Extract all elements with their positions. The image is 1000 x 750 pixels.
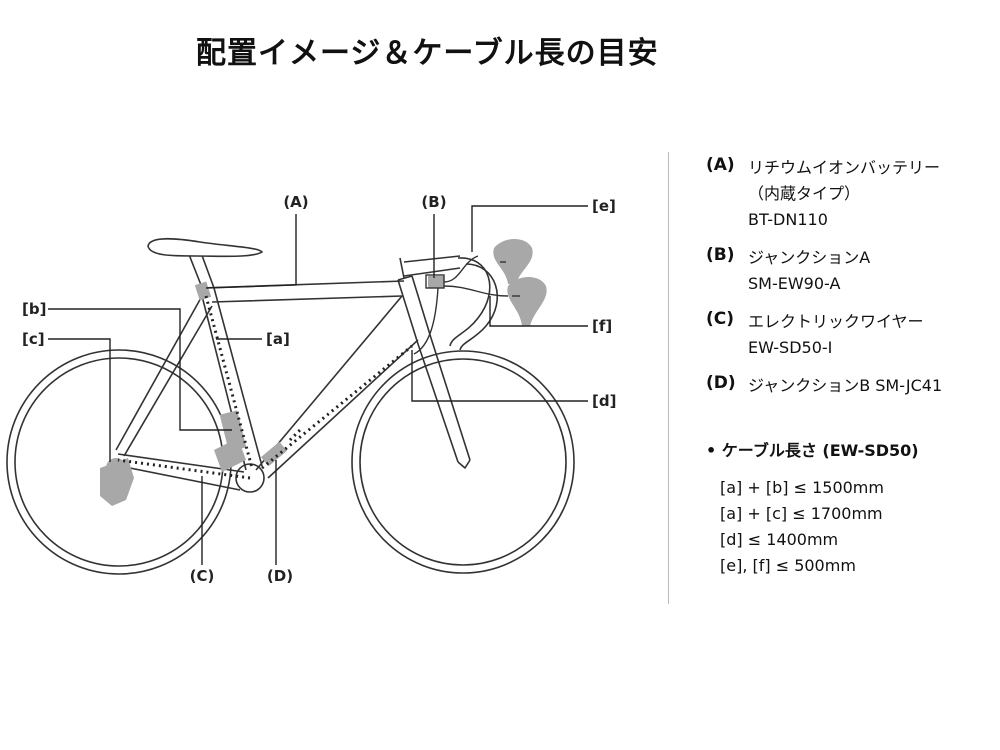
label-a: [a] bbox=[266, 330, 290, 348]
label-e: [e] bbox=[592, 197, 616, 215]
legend-line: EW-SD50-I bbox=[748, 338, 833, 357]
cable-lengths: • ケーブル長さ (EW-SD50) [a] + [b] ≤ 1500mm [a… bbox=[706, 437, 996, 579]
label-A: (A) bbox=[283, 193, 308, 211]
label-c: [c] bbox=[22, 330, 45, 348]
label-C: (C) bbox=[190, 567, 215, 585]
label-B: (B) bbox=[421, 193, 446, 211]
junction-B bbox=[428, 276, 444, 288]
legend-line: エレクトリックワイヤー bbox=[748, 312, 924, 331]
legend-item-A: (A) リチウムイオンバッテリー （内蔵タイプ） BT-DN110 bbox=[706, 155, 996, 233]
label-d: [d] bbox=[592, 392, 616, 410]
shifter-lower bbox=[507, 277, 547, 326]
divider bbox=[668, 152, 669, 604]
legend-line: ジャンクションB SM-JC41 bbox=[748, 376, 943, 395]
legend-line: SM-EW90-A bbox=[748, 274, 841, 293]
cable-length-row: [a] + [c] ≤ 1700mm bbox=[720, 504, 883, 523]
legend-item-D: (D) ジャンクションB SM-JC41 bbox=[706, 373, 996, 399]
front-derailleur bbox=[219, 410, 247, 452]
page-title: 配置イメージ＆ケーブル長の目安 bbox=[196, 36, 659, 71]
saddle bbox=[147, 237, 264, 258]
cable-lengths-title: • ケーブル長さ (EW-SD50) bbox=[706, 441, 919, 460]
legend-line: BT-DN110 bbox=[748, 210, 828, 229]
legend-line: ジャンクションA bbox=[748, 248, 871, 267]
leader-lines bbox=[48, 205, 588, 565]
legend-item-C: (C) エレクトリックワイヤー EW-SD50-I bbox=[706, 309, 996, 361]
label-b: [b] bbox=[22, 300, 46, 318]
internal-cables bbox=[117, 295, 413, 480]
component-legend: (A) リチウムイオンバッテリー （内蔵タイプ） BT-DN110 (B) ジャ… bbox=[706, 155, 996, 411]
legend-key: (A) bbox=[706, 155, 735, 175]
battery-A bbox=[194, 281, 212, 301]
label-f: [f] bbox=[592, 317, 612, 335]
legend-line: （内蔵タイプ） bbox=[748, 184, 861, 203]
label-D: (D) bbox=[267, 567, 293, 585]
shifter-upper bbox=[493, 239, 533, 284]
legend-key: (B) bbox=[706, 245, 735, 265]
legend-key: (C) bbox=[706, 309, 735, 329]
front-wheel bbox=[351, 350, 575, 574]
legend-line: リチウムイオンバッテリー bbox=[748, 158, 941, 177]
bicycle-diagram: (A) (B) [b] [c] [a] (C) (D) [e] [f] [d] bbox=[6, 193, 616, 585]
junction-D bbox=[260, 441, 288, 467]
cable-length-row: [d] ≤ 1400mm bbox=[720, 530, 839, 549]
components bbox=[100, 239, 547, 506]
external-cables bbox=[413, 255, 520, 355]
cable-length-row: [a] + [b] ≤ 1500mm bbox=[720, 478, 884, 497]
cable-length-row: [e], [f] ≤ 500mm bbox=[720, 556, 856, 575]
legend-item-B: (B) ジャンクションA SM-EW90-A bbox=[706, 245, 996, 297]
legend-key: (D) bbox=[706, 373, 736, 393]
